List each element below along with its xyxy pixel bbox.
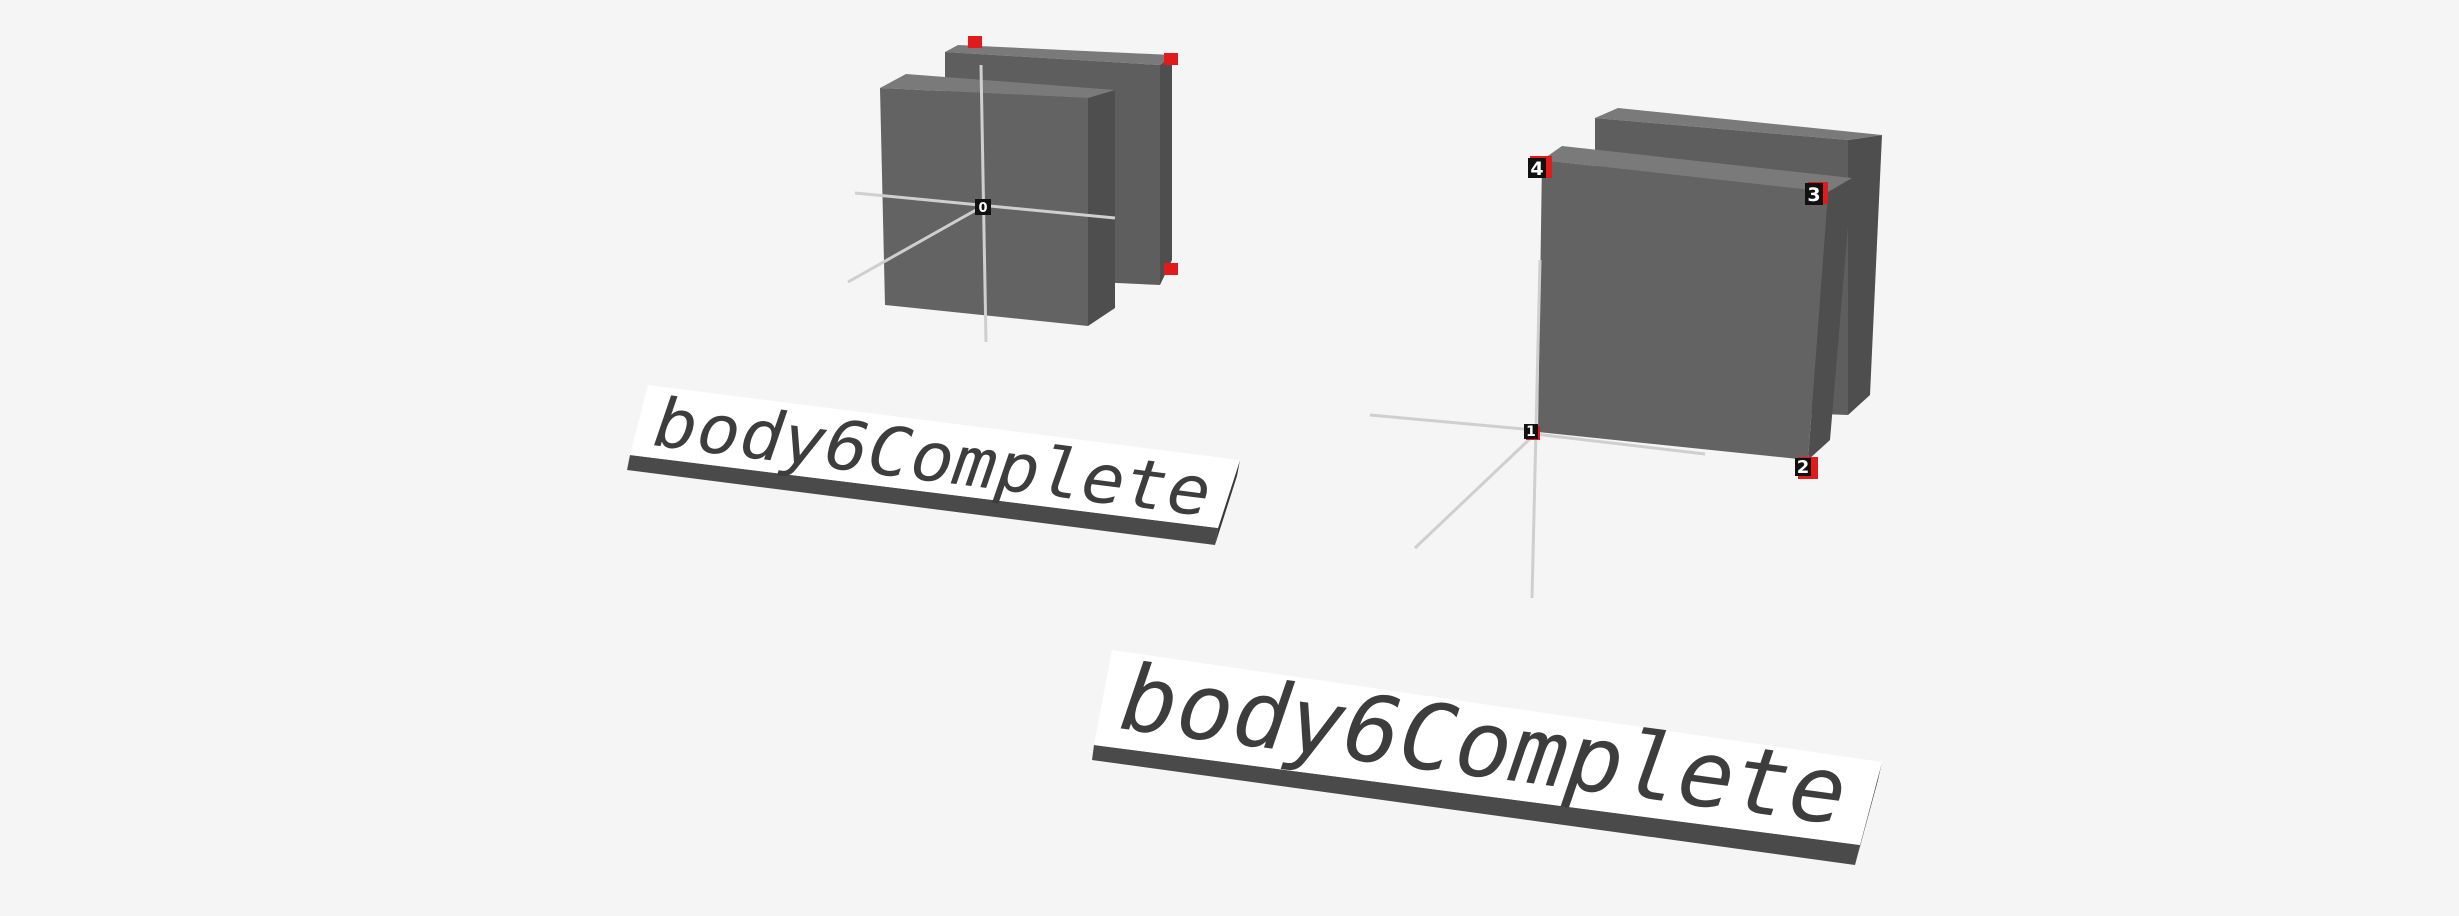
left-marker-tl bbox=[968, 36, 982, 48]
left-marker-tr bbox=[1164, 53, 1178, 65]
svg-text:2: 2 bbox=[1797, 457, 1810, 478]
left-label-plate: body6Complete bbox=[627, 384, 1240, 545]
right-marker-4: 4 bbox=[1528, 156, 1552, 180]
left-marker-br bbox=[1164, 263, 1178, 275]
right-label-plate: body6Complete bbox=[1092, 644, 1882, 865]
right-marker-1: 1 bbox=[1524, 424, 1540, 440]
left-origin-marker bbox=[975, 199, 991, 215]
right-marker-2: 2 bbox=[1795, 457, 1818, 479]
svg-text:4: 4 bbox=[1530, 158, 1543, 180]
right-model-label: body6Complete bbox=[1115, 644, 1853, 847]
right-front-box bbox=[1538, 146, 1852, 460]
svg-text:3: 3 bbox=[1807, 184, 1820, 206]
left-model-label: body6Complete bbox=[650, 384, 1215, 534]
left-model[interactable]: 0 body6Complete bbox=[627, 36, 1240, 545]
svg-text:1: 1 bbox=[1526, 424, 1536, 440]
right-marker-3: 3 bbox=[1805, 182, 1828, 206]
left-origin-marker-label: 0 bbox=[978, 201, 987, 216]
